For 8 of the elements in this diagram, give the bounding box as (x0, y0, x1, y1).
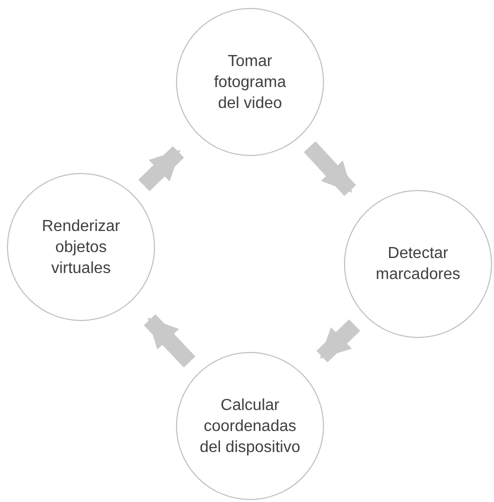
block-arrow (138, 146, 184, 192)
step-label: Detectar marcadores (374, 244, 462, 285)
block-arrow (144, 314, 196, 368)
step-label: Renderizar objetos virtuales (40, 216, 122, 278)
block-arrow (304, 141, 356, 196)
block-arrow (316, 319, 360, 362)
step-label: Calcular coordenadas del dispositivo (198, 396, 302, 458)
step-label: Tomar fotograma del video (212, 52, 288, 114)
